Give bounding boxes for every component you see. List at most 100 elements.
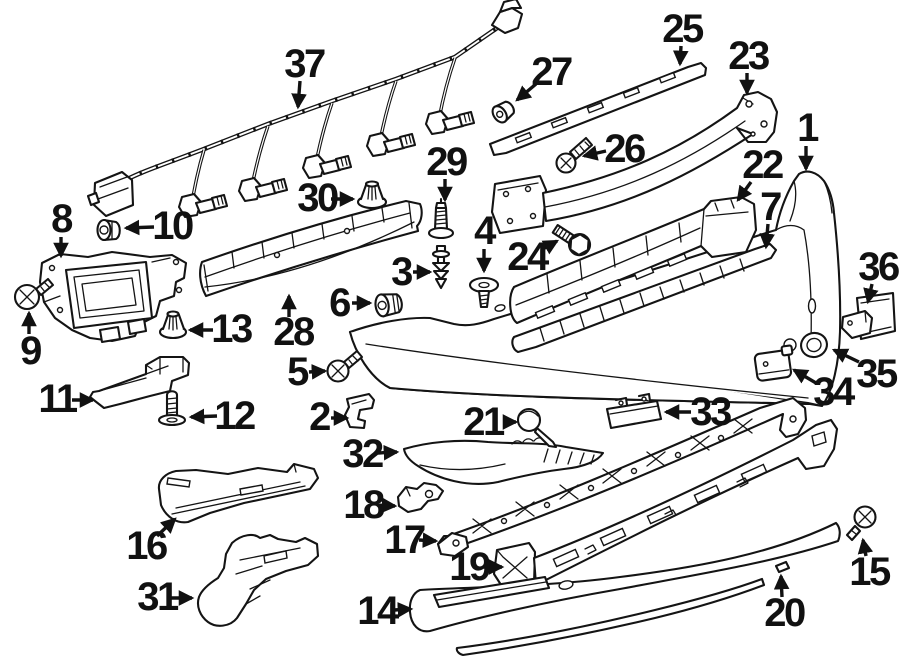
callout-number-36: 36 <box>858 245 899 289</box>
callout-26: 26 <box>581 127 647 171</box>
part-11-bracket <box>88 355 191 410</box>
callout-number-37: 37 <box>284 42 325 86</box>
callout-33: 33 <box>663 390 733 434</box>
part-19-lower-retainer <box>492 418 839 593</box>
callout-number-10: 10 <box>152 204 193 248</box>
callout-arrow-5 <box>308 364 328 380</box>
part-10-grommet <box>96 218 121 242</box>
callout-arrow-34 <box>791 368 817 385</box>
callout-12: 12 <box>188 394 257 438</box>
callout-18: 18 <box>343 483 398 527</box>
callout-6: 6 <box>329 281 373 325</box>
callout-arrow-16 <box>155 517 177 538</box>
callout-number-15: 15 <box>849 550 891 594</box>
callout-29: 29 <box>426 140 469 203</box>
part-31-side-support <box>196 533 320 627</box>
callout-number-31: 31 <box>137 575 179 619</box>
callout-arrow-22 <box>736 181 753 202</box>
callout-23: 23 <box>728 34 771 96</box>
part-8-bracket-assembly <box>38 250 188 344</box>
callout-37: 37 <box>284 42 327 110</box>
callout-20: 20 <box>764 573 807 635</box>
callout-14: 14 <box>357 589 414 633</box>
part-13-cone-clip <box>158 310 188 340</box>
callout-24: 24 <box>507 235 560 279</box>
part-32-trim-blade <box>402 437 605 485</box>
callout-arrow-32 <box>377 444 400 461</box>
callout-arrow-18 <box>376 497 398 514</box>
callout-arrow-10 <box>123 219 155 236</box>
part-22-absorber <box>509 195 758 325</box>
callout-number-1: 1 <box>797 106 819 150</box>
callout-number-30: 30 <box>297 176 338 220</box>
callout-32: 32 <box>342 432 400 476</box>
part-2-clip <box>343 392 376 430</box>
part-lower-lip-strip <box>455 577 766 657</box>
callout-4: 4 <box>474 209 500 274</box>
callout-arrow-27 <box>515 82 538 102</box>
callout-number-13: 13 <box>211 307 252 351</box>
callout-arrow-25 <box>672 45 689 67</box>
part-37-wiring-harness <box>86 0 524 219</box>
callout-arrow-26 <box>581 145 607 161</box>
callout-number-34: 34 <box>813 370 856 414</box>
part-34-park-sensor <box>753 344 794 382</box>
callout-number-12: 12 <box>214 394 255 438</box>
callout-9: 9 <box>20 310 44 373</box>
part-21-clip <box>516 407 558 449</box>
part-25-filler-strip <box>488 61 708 157</box>
part-17-upper-retainer <box>436 396 808 558</box>
part-12-screw <box>157 390 187 427</box>
part-16-side-support <box>157 462 320 524</box>
part-5-screw <box>326 349 364 383</box>
part-3-push-rivet <box>431 244 451 290</box>
callout-number-24: 24 <box>507 235 550 279</box>
callout-number-35: 35 <box>856 352 898 396</box>
callout-arrow-24 <box>540 239 560 255</box>
callout-number-16: 16 <box>126 524 167 568</box>
callout-number-9: 9 <box>20 329 41 373</box>
callout-36: 36 <box>858 245 900 305</box>
callout-number-32: 32 <box>342 432 383 476</box>
callout-3: 3 <box>391 250 433 294</box>
part-30-cone-clip <box>356 180 388 210</box>
part-9-screw <box>13 277 55 311</box>
callout-number-25: 25 <box>662 7 704 51</box>
callout-arrow-37 <box>291 80 307 110</box>
part-26-screw <box>555 136 594 174</box>
callout-number-19: 19 <box>449 545 490 589</box>
callout-15: 15 <box>849 537 893 594</box>
part-18-bracket <box>396 481 445 514</box>
callout-number-33: 33 <box>690 390 731 434</box>
callout-number-5: 5 <box>287 350 309 394</box>
callout-19: 19 <box>449 545 505 589</box>
part-6-grommet-nut <box>374 293 403 318</box>
callout-number-17: 17 <box>384 518 425 562</box>
callout-number-23: 23 <box>728 34 769 78</box>
callout-number-22: 22 <box>742 143 783 187</box>
callout-number-20: 20 <box>764 591 805 635</box>
part-35-sensor-ring <box>800 331 828 359</box>
callout-arrow-15 <box>857 537 874 557</box>
callout-number-14: 14 <box>357 589 400 633</box>
callout-35: 35 <box>831 348 900 396</box>
callout-arrow-20 <box>773 573 790 598</box>
part-28-energy-absorber-bar <box>199 199 423 298</box>
part-24-bolt <box>551 224 592 257</box>
callout-number-18: 18 <box>343 483 385 527</box>
part-23-impact-bar <box>490 90 779 235</box>
callout-7: 7 <box>759 185 784 250</box>
callout-number-4: 4 <box>474 209 497 253</box>
callout-number-3: 3 <box>391 250 412 294</box>
callout-25: 25 <box>662 7 706 67</box>
callout-arrow-14 <box>393 601 414 618</box>
callout-5: 5 <box>287 350 328 394</box>
part-14-20-lower-valance <box>408 521 841 633</box>
callout-17: 17 <box>384 518 439 562</box>
callout-21: 21 <box>463 400 519 444</box>
callout-34: 34 <box>791 368 858 414</box>
part-4-screw <box>468 276 500 309</box>
callout-10: 10 <box>123 204 195 248</box>
